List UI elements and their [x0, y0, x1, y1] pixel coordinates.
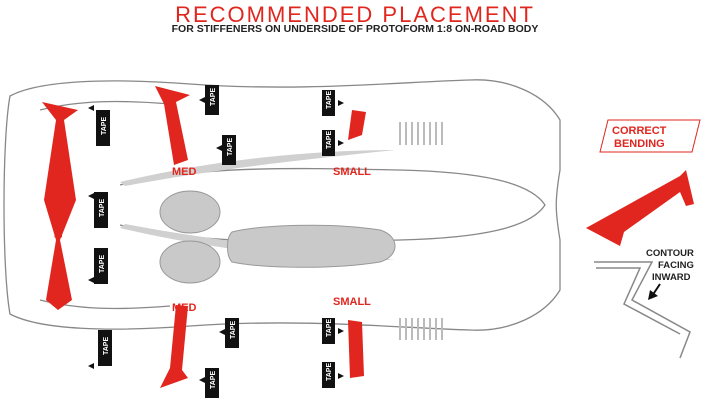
tape-tag: TAPE	[322, 362, 335, 388]
tape-tag: TAPE	[94, 248, 108, 284]
svg-text:TAPE: TAPE	[99, 255, 106, 273]
svg-text:TAPE: TAPE	[210, 88, 217, 106]
label-small-top: SMALL	[333, 166, 371, 178]
tape-tag: TAPE	[322, 318, 335, 344]
tape-arrows	[88, 97, 344, 383]
tape-tag: TAPE	[222, 135, 236, 165]
svg-text:TAPE: TAPE	[99, 199, 106, 217]
page-subtitle: FOR STIFFENERS ON UNDERSIDE OF PROTOFORM…	[171, 23, 539, 35]
tape-tag: TAPE	[96, 110, 110, 146]
svg-text:TAPE: TAPE	[210, 371, 217, 389]
svg-text:TAPE: TAPE	[101, 117, 108, 135]
svg-text:TAPE: TAPE	[103, 337, 110, 355]
contour-label-line3: INWARD	[652, 272, 691, 283]
car-body-outline	[3, 79, 561, 331]
contour-arrow-icon	[648, 283, 661, 300]
vent-top	[399, 122, 443, 145]
stiffener-med-top	[155, 86, 190, 165]
correct-bending-badge: CORRECT BENDING	[599, 119, 701, 153]
stiffener-small-bottom	[348, 320, 364, 378]
tape-tag: TAPE	[98, 330, 112, 366]
page-title: RECOMMENDED PLACEMENT	[175, 2, 535, 27]
svg-text:TAPE: TAPE	[227, 138, 234, 156]
tape-tag: TAPE	[225, 318, 239, 348]
stiffener-med-bottom	[160, 305, 188, 388]
svg-text:TAPE: TAPE	[326, 363, 333, 381]
contour-label-line1: CONTOUR	[646, 248, 694, 259]
correct-label-line1: CORRECT	[612, 125, 667, 137]
tape-tag: TAPE	[205, 85, 219, 115]
stiffener-small-top	[348, 110, 366, 140]
cockpit	[159, 190, 396, 284]
tape-tag: TAPE	[94, 192, 108, 228]
svg-text:TAPE: TAPE	[230, 321, 237, 339]
label-small-bottom: SMALL	[333, 296, 371, 308]
svg-text:TAPE: TAPE	[326, 91, 333, 109]
label-med-bottom: MED	[172, 302, 197, 314]
vent-bottom	[399, 318, 443, 340]
tape-tag: TAPE	[205, 368, 219, 398]
label-med-top: MED	[172, 166, 197, 178]
bent-stiffener-sample	[586, 170, 694, 246]
svg-text:TAPE: TAPE	[326, 319, 333, 337]
correct-label-line2: BENDING	[614, 138, 665, 150]
label-large: LARGE	[53, 200, 65, 239]
contour-sample	[594, 261, 691, 359]
svg-text:TAPE: TAPE	[326, 131, 333, 149]
stiffener-large	[42, 102, 78, 310]
contour-label-line2: FACING	[658, 260, 694, 271]
tape-tag: TAPE	[322, 130, 335, 156]
tape-tag: TAPE	[322, 90, 335, 116]
